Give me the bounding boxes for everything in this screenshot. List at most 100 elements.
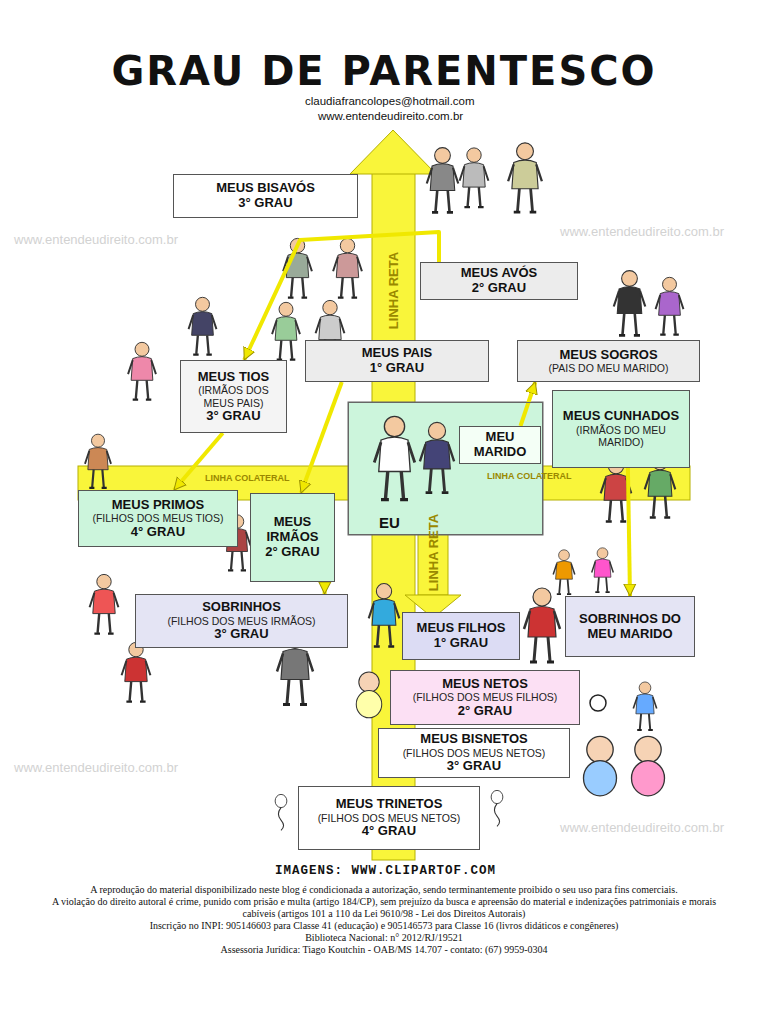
drawing-use <box>90 574 119 633</box>
kinship-label: 3° GRAU <box>214 627 268 642</box>
kinship-label: MEUS FILHOS <box>417 621 506 636</box>
kinship-box: MEUS IRMÃOS2° GRAU <box>250 493 335 582</box>
drawing-use <box>356 672 382 718</box>
drawing-use <box>524 588 560 662</box>
kinship-label: 4° GRAU <box>131 525 185 540</box>
kinship-box: SOBRINHOS DO MEU MARIDO <box>565 596 695 657</box>
drawing-use <box>592 548 614 592</box>
drawing-use <box>633 682 656 730</box>
kinship-box: MEUS CUNHADOS(IRMÃOS DO MEU MARIDO) <box>552 390 690 468</box>
kinship-label: 1° GRAU <box>370 361 424 376</box>
kinship-label: MEUS TIOS <box>198 370 270 385</box>
kinship-label: MEUS TRINETOS <box>336 797 443 812</box>
kinship-note: (PAIS DO MEU MARIDO) <box>549 362 669 374</box>
drawing-use <box>632 736 665 795</box>
drawing-use <box>427 148 459 213</box>
drawing-use <box>369 584 400 647</box>
kinship-box: MEUS BISNETOS(FILHOS DOS MEUS NETOS)3° G… <box>378 728 570 778</box>
kinship-arrow <box>628 468 630 596</box>
kinship-label: MEUS AVÓS <box>461 266 538 281</box>
drawing-use <box>374 416 415 499</box>
copyright-note: A violação do direito autoral é crime, p… <box>40 896 728 920</box>
line-label: LINHA RETA <box>426 514 441 591</box>
kinship-note: (FILHOS DOS MEUS TIOS) <box>92 512 223 524</box>
kinship-label: MEUS CUNHADOS <box>563 409 679 424</box>
drawing-use <box>656 277 684 334</box>
kinship-note: (FILHOS DOS MEUS FILHOS) <box>413 691 558 703</box>
drawing-use <box>189 297 217 354</box>
kinship-box: MEUS PAIS1° GRAU <box>305 340 489 382</box>
kinship-label: 1° GRAU <box>434 636 488 651</box>
kinship-label: SOBRINHOS <box>202 600 281 615</box>
kinship-note: (IRMÃOS DOS MEUS PAIS) <box>186 384 281 408</box>
drawing-use <box>85 434 111 488</box>
kinship-label: 2° GRAU <box>265 545 319 560</box>
credit-text: claudiafrancolopes@hotmail.com <box>305 95 475 107</box>
kinship-label: MEUS SOGROS <box>559 348 657 363</box>
drawing-use <box>584 736 617 795</box>
kinship-box: MEUS BISAVÓS3° GRAU <box>173 174 358 218</box>
kinship-arrow <box>521 382 536 426</box>
kinship-label: MEUS BISNETOS <box>420 732 527 747</box>
kinship-label: MEUS PAIS <box>362 346 433 361</box>
drawing-polygon <box>350 130 436 174</box>
kinship-box: MEUS TRINETOS(FILHOS DOS MEUS NETOS)4° G… <box>298 786 480 850</box>
kinship-label: 3° GRAU <box>206 409 260 424</box>
kinship-arrow <box>323 582 327 594</box>
copyright-note: Inscrição no INPI: 905146603 para Classe… <box>40 920 728 932</box>
page-title: GRAU DE PARENTESCO <box>0 48 768 94</box>
kinship-label: MEUS PRIMOS <box>112 498 204 513</box>
drawing-use <box>333 238 362 297</box>
drawing-use <box>553 550 575 594</box>
drawing-use <box>272 302 300 359</box>
drawing-use <box>508 143 542 212</box>
kinship-box: MEUS PRIMOS(FILHOS DOS MEUS TIOS)4° GRAU <box>78 490 238 547</box>
kinship-arrow <box>301 382 342 493</box>
drawing-use <box>420 422 454 492</box>
drawing-use <box>275 794 287 830</box>
kinship-box: MEUS NETOS(FILHOS DOS MEUS FILHOS)2° GRA… <box>390 670 580 725</box>
watermark: www.entendeudireito.com.br <box>14 760 178 775</box>
footer-notice: A reprodução do material disponibilizado… <box>40 884 728 956</box>
kinship-label: 3° GRAU <box>238 196 292 211</box>
kinship-label: MEU MARIDO <box>465 430 535 460</box>
self-box: EU MEU MARIDO <box>348 402 543 535</box>
kinship-note: (IRMÃOS DO MEU MARIDO) <box>558 424 684 448</box>
kinship-label: MEUS NETOS <box>442 677 528 692</box>
drawing-use <box>491 790 503 826</box>
credit-text: IMAGENS: WWW.CLIPARTOF.COM <box>275 864 496 878</box>
drawing-rect <box>348 402 543 535</box>
drawing-use <box>614 271 646 336</box>
kinship-label: 4° GRAU <box>362 824 416 839</box>
kinship-box: SOBRINHOS(FILHOS DOS MEUS IRMÃOS)3° GRAU <box>135 594 348 648</box>
kinship-note: (FILHOS DOS MEUS NETOS) <box>318 812 461 824</box>
kinship-label: MEUS BISAVÓS <box>216 181 315 196</box>
drawing-use <box>460 148 489 207</box>
kinship-label: 2° GRAU <box>472 281 526 296</box>
watermark: www.entendeudireito.com.br <box>560 820 724 835</box>
drawing-use <box>128 342 156 399</box>
watermark: www.entendeudireito.com.br <box>14 232 178 247</box>
copyright-note: A reprodução do material disponibilizado… <box>40 884 728 896</box>
line-label: LINHA COLATERAL <box>205 473 290 483</box>
kinship-label: EU <box>379 514 400 531</box>
credit-text: www.entendeudireito.com.br <box>318 110 463 122</box>
kinship-box: MEU MARIDO <box>459 426 541 464</box>
drawing-use <box>122 642 151 701</box>
line-label: LINHA RETA <box>386 252 401 329</box>
kinship-box: MEUS SOGROS(PAIS DO MEU MARIDO) <box>517 340 700 382</box>
kinship-box: MEUS FILHOS1° GRAU <box>402 612 520 660</box>
kinship-note: (FILHOS DOS MEUS NETOS) <box>403 747 546 759</box>
drawing-circle <box>590 695 606 711</box>
kinship-label: 3° GRAU <box>447 759 501 774</box>
kinship-box: MEUS AVÓS2° GRAU <box>420 262 578 300</box>
kinship-label: MEUS IRMÃOS <box>256 515 329 545</box>
kinship-box: MEUS TIOS(IRMÃOS DOS MEUS PAIS)3° GRAU <box>180 360 287 433</box>
kinship-note: (FILHOS DOS MEUS IRMÃOS) <box>167 615 315 627</box>
line-label: LINHA COLATERAL <box>487 471 572 481</box>
watermark: www.entendeudireito.com.br <box>560 224 724 239</box>
kinship-label: 2° GRAU <box>458 704 512 719</box>
copyright-note: Assessoria Jurídica: Tiago Koutchin - OA… <box>40 944 728 956</box>
copyright-note: Biblioteca Nacional: n° 2012/RJ/19521 <box>40 932 728 944</box>
